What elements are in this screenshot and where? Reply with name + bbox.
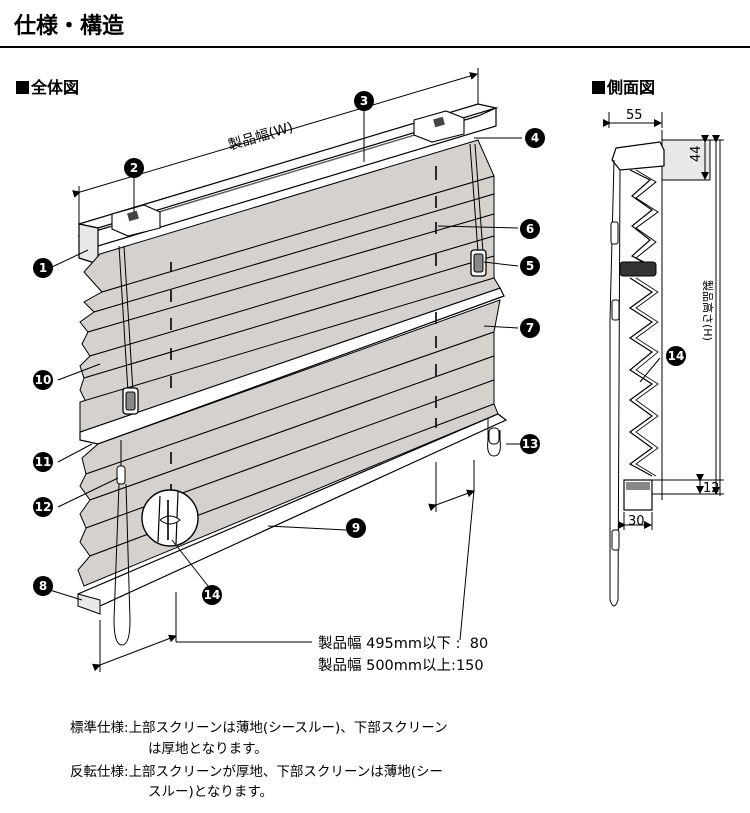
callout-badge-13: 13 [520, 434, 540, 454]
svg-text:14: 14 [204, 588, 221, 602]
note-line1: 上部スクリーンは薄地(シースルー)、下部スクリーン [128, 720, 448, 736]
square-bullet-icon [16, 81, 29, 94]
note-line1: 上部スクリーンが厚地、下部スクリーンは薄地(シー [128, 764, 443, 780]
svg-text:1: 1 [39, 261, 47, 275]
callout-badge-6: 6 [520, 219, 540, 239]
dim-12: 12 [703, 481, 720, 496]
svg-text:13: 13 [522, 437, 539, 451]
callout-badge-9: 9 [346, 518, 366, 538]
cord-spec-label: 製品幅 [318, 636, 362, 652]
callout-badge-8: 8 [33, 576, 53, 596]
callout-badge-11: 11 [33, 452, 53, 472]
callout-badge-5: 5 [520, 256, 540, 276]
svg-text:5: 5 [526, 259, 534, 273]
note-sep: : [124, 720, 129, 736]
callout-badge-14-side: 14 [666, 346, 686, 366]
cord-equalizer [116, 465, 126, 485]
svg-text:8: 8 [39, 579, 47, 593]
upper-screen [79, 139, 495, 403]
callout-badge-4: 4 [525, 128, 545, 148]
note-standard-cont: は厚地となります。 [148, 737, 268, 757]
callout-badge-14: 14 [202, 585, 222, 605]
note-line2: は厚地となります。 [148, 741, 268, 757]
side-view [603, 112, 724, 607]
square-bullet-icon [592, 81, 605, 94]
title-divider [0, 46, 750, 48]
note-name: 標準仕様 [70, 720, 124, 736]
svg-text:9: 9 [352, 521, 360, 535]
section-overall-label: 全体図 [31, 78, 80, 97]
svg-text:11: 11 [35, 455, 52, 469]
cord-spec-sep: : [455, 636, 461, 652]
dim-55: 55 [626, 108, 643, 123]
svg-text:10: 10 [35, 373, 52, 387]
callout-badge-7: 7 [520, 318, 540, 338]
cord-spec-range: 500mm以上 [366, 658, 452, 674]
section-side-label: 側面図 [607, 78, 656, 97]
cord-length-dimensions [92, 460, 475, 672]
section-overall: 全体図 [16, 74, 79, 98]
callout-badge-1: 1 [33, 258, 53, 278]
blind-body [77, 103, 508, 646]
cord-spec-row-1: 製品幅 495mm以下 : 80 [318, 632, 488, 653]
product-height-label: 製品高さ(H) [701, 280, 715, 341]
product-width-label: 製品幅(W) [227, 120, 296, 154]
note-reversed: 反転仕様:上部スクリーンが厚地、下部スクリーンは薄地(シー [70, 760, 443, 780]
svg-text:2: 2 [130, 161, 138, 175]
mounting-bracket-left [111, 204, 161, 237]
callout-badges: 1 2 3 4 5 6 7 8 9 10 11 12 13 14 14 [33, 91, 686, 605]
svg-text:6: 6 [526, 222, 534, 236]
note-line2: スルー)となります。 [148, 784, 274, 800]
callout-badge-12: 12 [33, 497, 53, 517]
svg-text:12: 12 [35, 500, 52, 514]
svg-text:3: 3 [360, 94, 368, 108]
note-name: 反転仕様 [70, 764, 124, 780]
operation-cord-right [469, 143, 501, 457]
note-reversed-cont: スルー)となります。 [148, 780, 273, 800]
dim-30: 30 [628, 514, 645, 529]
cord-spec-range: 495mm以下 [366, 636, 452, 652]
page-title: 仕様・構造 [14, 14, 125, 39]
cord-spec-value: 80 [469, 636, 489, 652]
callout-badge-2: 2 [124, 158, 144, 178]
cord-spec-row-2: 製品幅 500mm以上:150 [318, 654, 484, 675]
cord-spec-label: 製品幅 [318, 658, 362, 674]
operation-cord-left [113, 245, 139, 646]
svg-text:7: 7 [526, 321, 534, 335]
callout-badge-10: 10 [33, 370, 53, 390]
note-sep: : [124, 764, 129, 780]
cord-spec-value: 150 [455, 658, 484, 674]
detail-magnifier [141, 489, 199, 547]
note-standard: 標準仕様:上部スクリーンは薄地(シースルー)、下部スクリーン [70, 716, 448, 736]
cord-stopper [488, 427, 500, 445]
svg-text:14: 14 [668, 349, 685, 363]
dim-44: 44 [689, 145, 704, 162]
mounting-bracket-right [413, 110, 465, 143]
svg-text:4: 4 [531, 131, 539, 145]
callout-badge-3: 3 [354, 91, 374, 111]
section-side: 側面図 [592, 74, 655, 98]
cord-spec-sep: : [451, 658, 456, 674]
side-dimension-labels: 55 44 12 30 製品高さ(H) [626, 108, 720, 529]
